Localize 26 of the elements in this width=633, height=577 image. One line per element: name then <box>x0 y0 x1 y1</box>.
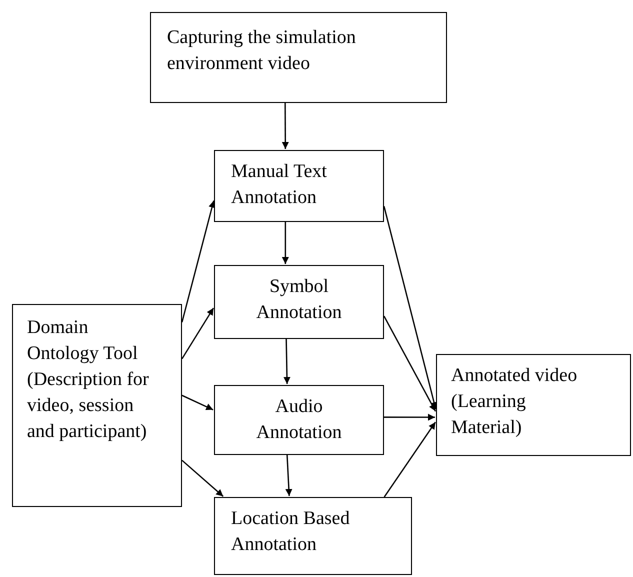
box-text: Audio Annotation <box>255 395 343 445</box>
arrow <box>282 103 289 149</box>
process-box <box>436 354 631 456</box>
box-text: Symbol Annotation <box>255 275 343 325</box>
arrow <box>182 394 214 410</box>
arrow <box>383 206 438 410</box>
process-box <box>214 385 384 455</box>
arrow <box>181 200 216 322</box>
arrow <box>181 308 214 360</box>
box-text: Capturing the simulation environment video <box>167 26 357 76</box>
arrow <box>282 222 289 264</box>
box-text: Domain Ontology Tool (Description for video, session and participant) <box>27 316 149 444</box>
process-box <box>12 304 182 507</box>
arrow <box>384 422 436 498</box>
process-box <box>150 12 447 103</box>
arrow <box>285 454 292 496</box>
box-text: Location Based Annotation <box>231 507 351 557</box>
box-text: Manual Text Annotation <box>231 160 328 210</box>
process-box <box>214 497 412 575</box>
process-box <box>214 150 384 222</box>
arrow <box>384 414 435 421</box>
arrow <box>383 316 436 412</box>
arrow <box>182 460 224 497</box>
box-text: Annotated video (Learning Material) <box>451 364 578 440</box>
arrow <box>283 338 290 384</box>
process-box <box>214 265 384 339</box>
